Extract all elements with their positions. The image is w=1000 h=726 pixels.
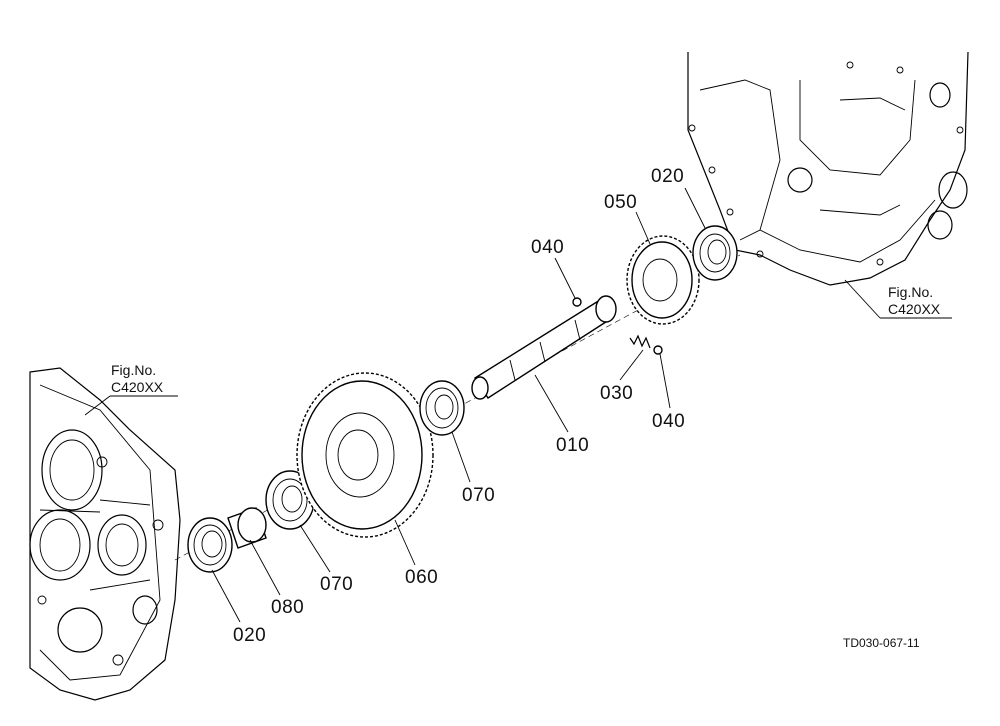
- figure-reference-left: Fig.No. C420XX: [111, 362, 163, 396]
- pin-040-lower: [653, 345, 663, 355]
- shaft-010: [471, 295, 617, 400]
- gear-060: [296, 372, 434, 538]
- label-050: 050: [604, 192, 638, 213]
- figure-reference-right: Fig.No. C420XX: [888, 284, 940, 318]
- figure-reference-left-line2: C420XX: [111, 379, 164, 395]
- bearing-020-right: [692, 225, 738, 281]
- label-020-left: 020: [233, 625, 267, 646]
- left-housing: [29, 367, 181, 701]
- spring-030: [629, 334, 651, 349]
- drawing-code: TD030-067-11: [843, 636, 920, 650]
- label-060: 060: [405, 567, 439, 588]
- leader-lines: [84, 187, 952, 623]
- label-030: 030: [600, 383, 634, 404]
- label-070-right: 070: [462, 485, 496, 506]
- bearing-070-right: [419, 380, 465, 436]
- label-080: 080: [271, 597, 305, 618]
- label-040-upper: 040: [531, 237, 565, 258]
- gear-050: [626, 235, 700, 325]
- figure-reference-right-line1: Fig.No.: [888, 284, 934, 300]
- figure-reference-right-line2: C420XX: [888, 301, 941, 317]
- figure-reference-left-line1: Fig.No.: [111, 362, 157, 378]
- collar-080: [227, 507, 267, 549]
- label-040-lower: 040: [652, 411, 686, 432]
- label-010: 010: [556, 435, 590, 456]
- bearing-020-left: [187, 517, 233, 573]
- right-housing: [687, 51, 969, 286]
- label-020-right: 020: [651, 166, 685, 187]
- label-070-left: 070: [320, 574, 354, 595]
- pin-040-upper: [572, 297, 582, 307]
